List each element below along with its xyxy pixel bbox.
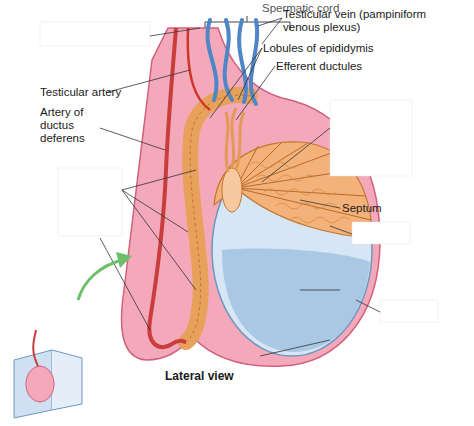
epididymis xyxy=(186,95,250,342)
view-arrow-head xyxy=(116,252,132,268)
blank-label-box xyxy=(40,22,438,322)
part-label: Lobules of epididymis xyxy=(263,42,413,55)
part-label: Testicular vein (pampiniform venous plex… xyxy=(283,8,453,34)
efferent-ductules xyxy=(226,108,244,172)
part-label: Efferent ductules xyxy=(276,60,406,73)
part-label: Septum xyxy=(342,202,422,215)
pampiniform-plexus xyxy=(208,20,258,104)
epididymis-coils xyxy=(186,95,250,342)
rete-testis xyxy=(222,168,242,212)
orientation-inset xyxy=(14,330,82,418)
part-label: Artery of ductus deferens xyxy=(40,106,110,145)
view-caption: Lateral view xyxy=(165,370,285,383)
tunica-albuginea xyxy=(222,249,370,353)
part-label: Testicular artery xyxy=(40,86,150,99)
view-arrow xyxy=(78,260,122,300)
